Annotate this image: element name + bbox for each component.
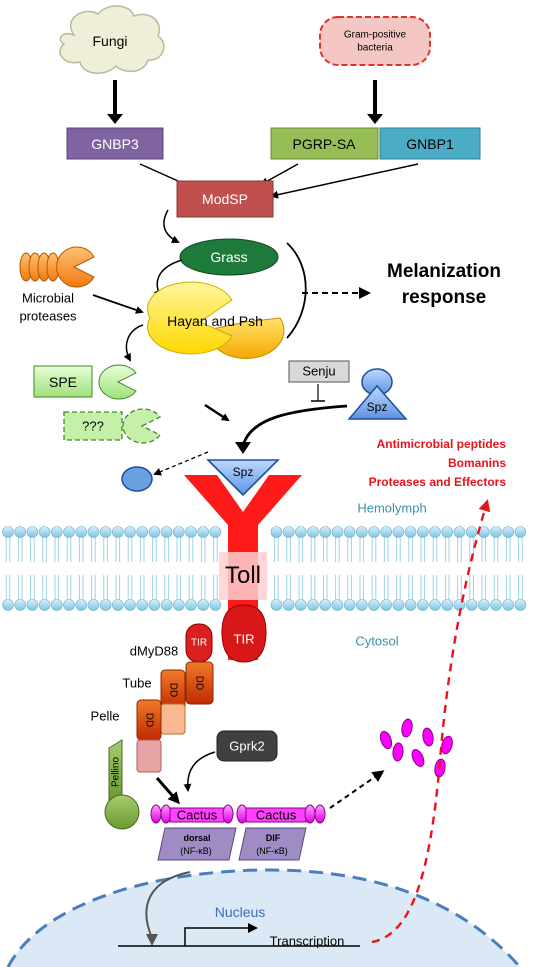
grass-label: Grass (210, 249, 248, 265)
grass-ellipse (179, 238, 279, 276)
gnbp1-box (379, 127, 481, 160)
microbial-proteases-line2: proteases (19, 308, 77, 324)
gprk2-box (216, 730, 278, 762)
dorsal-label: dorsal (183, 833, 211, 843)
gprk2-label: Gprk2 (229, 738, 265, 754)
plasma-membrane (2, 526, 527, 611)
output-line2: Bomanins (447, 456, 506, 470)
senju-box (288, 360, 350, 383)
spz-prodomain-shape (347, 368, 408, 420)
dd-label-2: DD (167, 682, 179, 698)
spz-bound-shape (206, 459, 280, 497)
unknown-label: ??? (82, 418, 104, 434)
dif-sub-label: (NF-κB) (256, 846, 288, 856)
pgrp-sa-box (270, 127, 379, 160)
fungi-cloud (59, 5, 165, 74)
fungi-label: Fungi (92, 33, 128, 49)
dorsal-sub-label: (NF-κB) (180, 846, 212, 856)
dd-label-1: DD (193, 675, 205, 691)
spe-label: SPE (48, 374, 78, 390)
bacteria-label-line1: Gram-positive (343, 29, 407, 41)
gnbp1-label: GNBP1 (406, 136, 454, 152)
pellino-shape (104, 739, 140, 830)
senju-label: Senju (302, 363, 336, 379)
tube-label: Tube (122, 675, 152, 691)
output-secretion-arrow (371, 499, 491, 944)
spz-free-label: Spz (366, 400, 388, 414)
melanization-line2: response (401, 287, 487, 308)
output-line1: Antimicrobial peptides (376, 437, 506, 451)
microbial-proteases-line1: Microbial (21, 290, 75, 306)
pellino-label: Pellino (110, 756, 122, 788)
dmyd88-dd (185, 661, 214, 705)
pelle-body (136, 739, 162, 773)
nucleus-label: Nucleus (214, 904, 266, 920)
transcription-label: Transcription (269, 933, 345, 949)
tube-body (160, 703, 186, 735)
cactus-dorsal-complex (150, 804, 237, 861)
cactus2-label: Cactus (255, 807, 297, 823)
hayan-psh-shape (147, 281, 285, 359)
pgrp-sa-label: PGRP-SA (292, 136, 356, 152)
pelle-label: Pelle (90, 708, 120, 724)
tir-label: TIR (233, 631, 255, 647)
nucleus-envelope (6, 868, 522, 967)
modsp-label: ModSP (202, 191, 248, 207)
cactus1-label: Cactus (176, 807, 218, 823)
toll-receptor (184, 475, 302, 663)
microbial-protease-icon (19, 246, 95, 288)
cactus-dif-complex (236, 804, 326, 861)
output-line3: Proteases and Effectors (368, 475, 506, 489)
toll-label: Toll (224, 562, 262, 589)
gnbp3-box (66, 127, 164, 160)
dif-label: DIF (265, 833, 281, 843)
bacteria-cloud (319, 16, 431, 66)
dmyd88-tir-label: TIR (190, 637, 208, 649)
gnbp3-label: GNBP3 (91, 136, 139, 152)
bacteria-label-line2: bacteria (357, 42, 393, 54)
spz-bound-label: Spz (232, 465, 254, 479)
modsp-box (176, 180, 274, 218)
prodomain-fragment (121, 466, 153, 492)
cytosol-label: Cytosol (355, 633, 399, 649)
melanization-line1: Melanization (386, 261, 502, 282)
hemolymph-label: Hemolymph (357, 500, 427, 516)
unknown-protease-shape (63, 408, 161, 444)
dmyd88-label: dMyD88 (129, 643, 179, 659)
hayan-psh-label: Hayan and Psh (167, 313, 263, 329)
cactus-degradation-fragments (379, 718, 453, 778)
spe-shape (33, 364, 137, 400)
dd-label-3: DD (143, 712, 155, 728)
